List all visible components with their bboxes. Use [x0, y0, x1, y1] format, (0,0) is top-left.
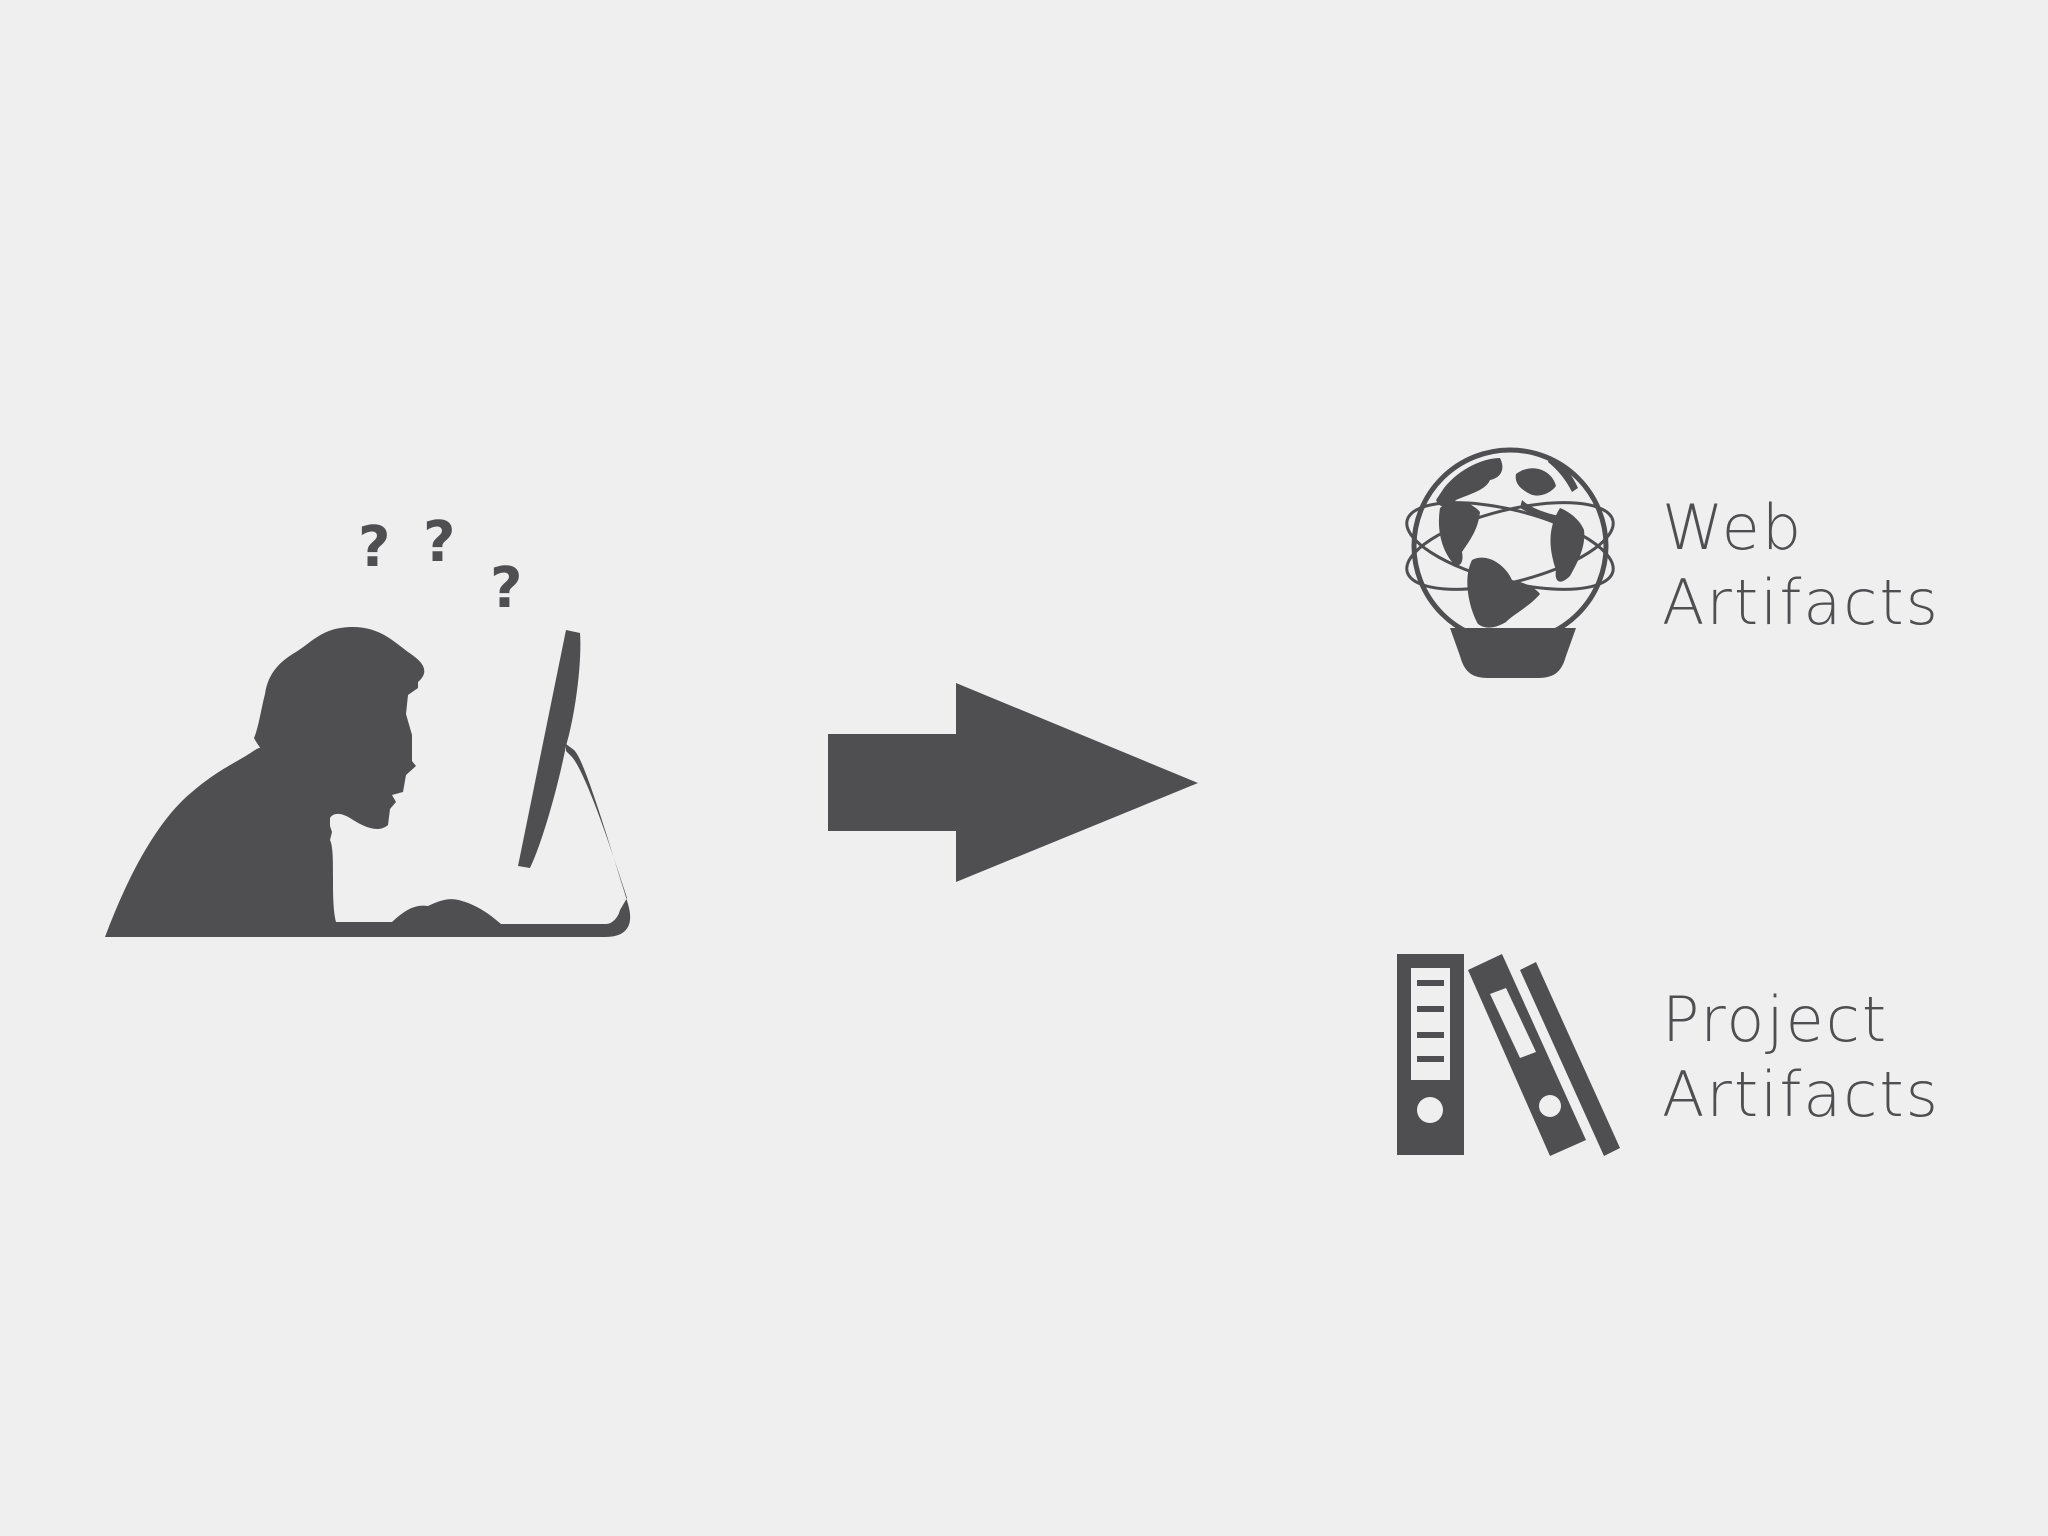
question-mark-icon: ? [490, 556, 522, 621]
question-mark-icon: ? [358, 515, 390, 580]
binders-icon [1397, 954, 1620, 1156]
right-arrow-icon [828, 683, 1198, 882]
web-artifacts-line1: Web [1662, 491, 1804, 564]
web-artifacts-line2: Artifacts [1662, 566, 1940, 639]
confused-person-at-computer-icon [105, 626, 631, 937]
project-artifacts-label: Project Artifacts [1662, 982, 1940, 1132]
globe-stand [1450, 628, 1576, 678]
question-marks: ? ? ? [358, 510, 522, 621]
project-artifacts-line1: Project [1662, 983, 1889, 1056]
person-silhouette [105, 626, 631, 937]
web-artifacts-label: Web Artifacts [1662, 490, 1940, 640]
project-artifacts-line2: Artifacts [1662, 1058, 1940, 1131]
question-mark-icon: ? [423, 510, 455, 575]
computer-monitor [518, 630, 581, 868]
globe-icon [1405, 447, 1615, 678]
